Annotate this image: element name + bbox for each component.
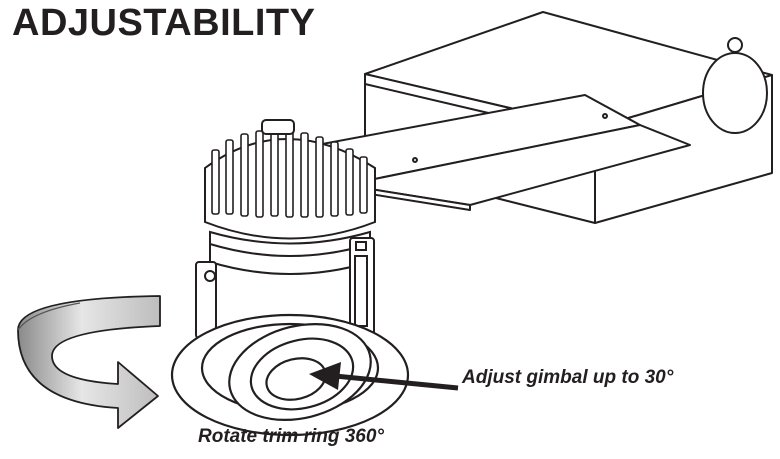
heat-sink bbox=[204, 119, 376, 240]
straight-arrow-left-icon bbox=[309, 362, 459, 391]
curved-rotation-arrow-icon bbox=[17, 295, 161, 429]
gimbal-callout: Adjust gimbal up to 30° bbox=[462, 367, 674, 388]
page-title: ADJUSTABILITY bbox=[12, 2, 316, 44]
trim-ring-callout: Rotate trim ring 360° bbox=[198, 426, 385, 447]
gimbal bbox=[228, 322, 372, 422]
housing-body bbox=[195, 230, 375, 344]
